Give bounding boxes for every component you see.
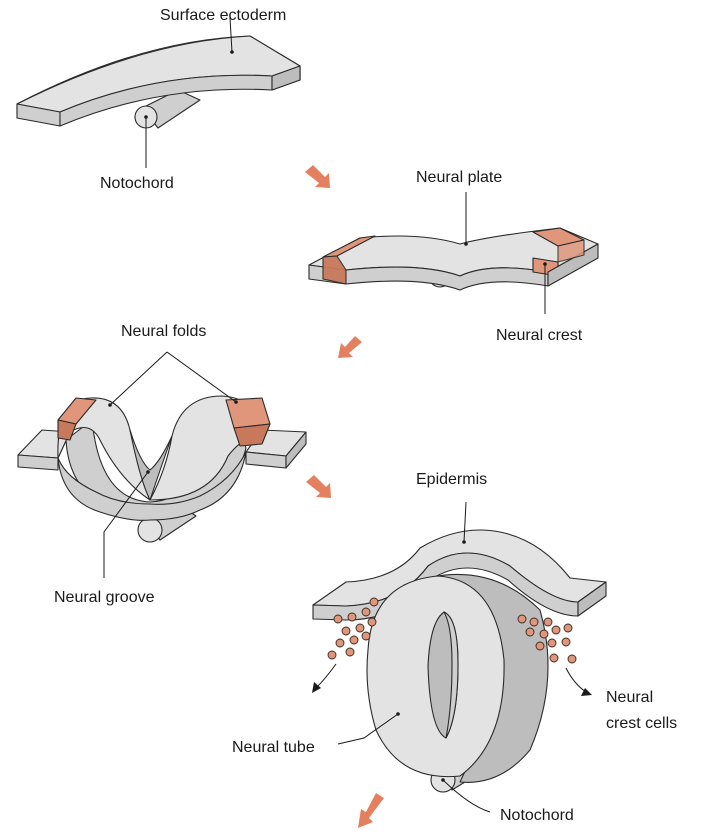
label-notochord-2: Notochord: [500, 807, 574, 824]
label-neural-crest-cells-line2: crest cells: [606, 715, 677, 732]
label-neural-crest-cells-line1: Neural: [606, 689, 653, 706]
arrow-3: [306, 475, 331, 498]
label-neural-groove: Neural groove: [54, 589, 155, 606]
stage-surface-ectoderm: [17, 36, 300, 128]
stage-neural-plate: [309, 228, 598, 290]
label-neural-crest: Neural crest: [496, 327, 583, 344]
arrow-1: [305, 165, 330, 188]
label-surface-ectoderm: Surface ectoderm: [160, 7, 286, 24]
arrow-2: [338, 336, 362, 358]
arrow-4: [358, 793, 384, 828]
stage-neural-folds: [18, 396, 306, 542]
migration-arrow-right: [566, 668, 586, 692]
label-neural-folds: Neural folds: [121, 323, 206, 340]
label-neural-plate: Neural plate: [416, 169, 502, 186]
label-notochord-1: Notochord: [100, 175, 174, 192]
stage-neural-tube: [313, 530, 606, 792]
label-epidermis: Epidermis: [416, 471, 487, 488]
label-neural-tube: Neural tube: [232, 739, 315, 756]
migration-arrow-left: [316, 664, 336, 688]
